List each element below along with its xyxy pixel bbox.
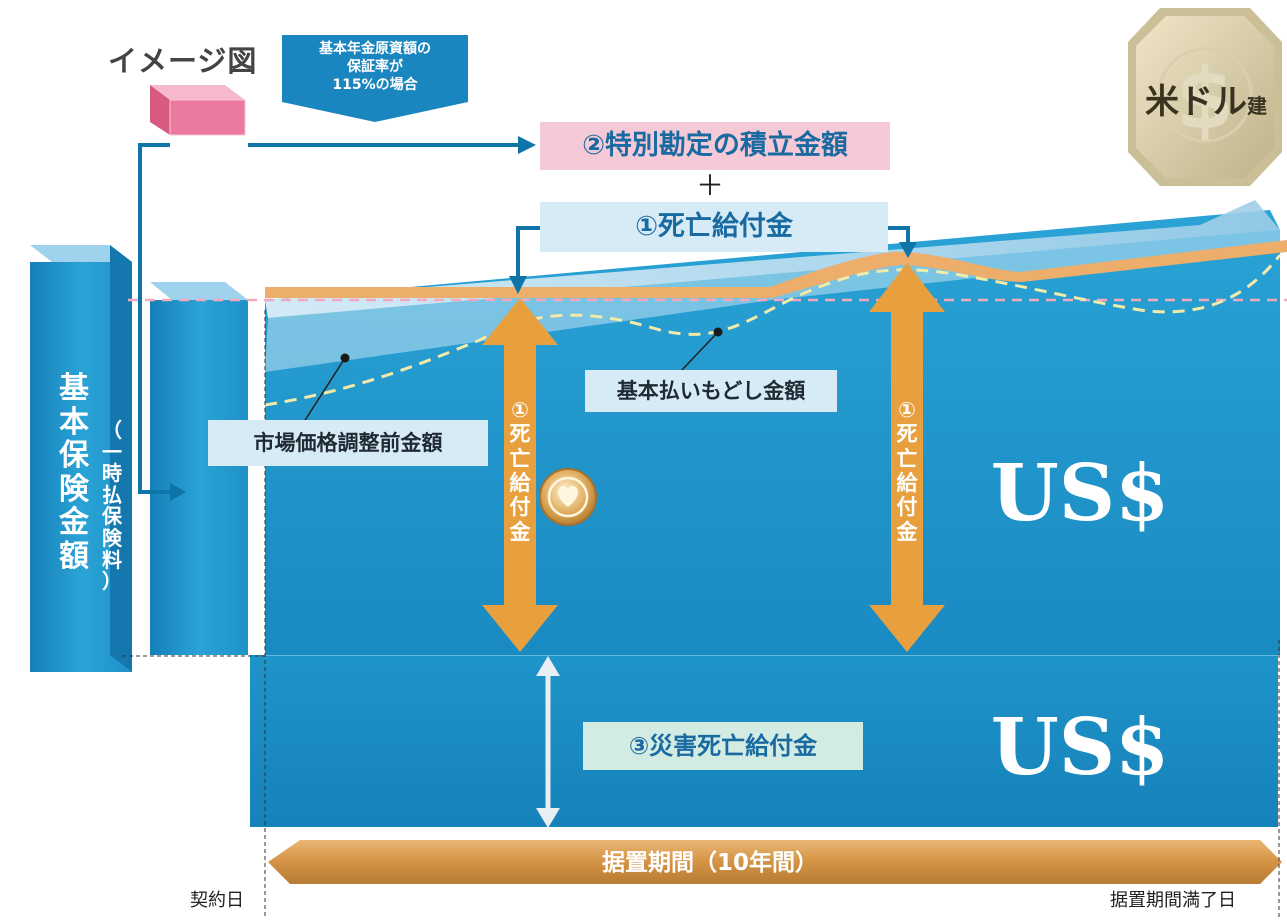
death-benefit-vertical-left: ① 死 亡 給 付 金 [505,398,535,544]
arrow-right-icon [138,136,536,501]
single-premium-char: （ [102,418,122,442]
deferral-end-label: 据置期間満了日 [1110,890,1236,911]
special-account-box: ②特別勘定の積立金額 [540,122,890,170]
death-benefit-char: 死 [509,422,531,447]
single-premium-vertical: （ 一 時 払 保 険 料 ） [97,418,127,594]
base-amount-char: 額 [59,538,89,574]
double-arrow-icon [536,656,560,828]
guarantee-band [265,240,1287,298]
pre-mva-label: 市場価格調整前金額 [208,420,488,466]
death-benefit-arrow-right [869,263,945,652]
death-benefit-char: 付 [896,495,918,520]
deferral-period-band [268,840,1282,884]
single-premium-char: ） [102,569,122,594]
image-caption: イメージ図 [108,44,258,78]
base-amount-char: 保 [59,438,89,474]
svg-text:$: $ [1176,50,1234,148]
cube-icon [150,85,246,136]
currency-lower: US$ [990,702,1170,793]
deferral-period-label: 据置期間（10年間） [601,850,818,876]
death-benefit-char: 死 [896,422,918,447]
base-amount-vertical: 基 本 保 険 金 額 [52,372,96,574]
death-benefit-char: 給 [896,471,918,496]
death-benefit-char: 金 [509,519,531,544]
death-benefit-vertical-right: ① 死 亡 給 付 金 [892,398,922,544]
death-benefit-char: ① [898,398,916,422]
premium-pillar [150,282,248,655]
guarantee-note-line-1: 基本年金原資額の [319,41,431,57]
usd-badge-text: 米ドル [1145,82,1247,122]
currency-upper: US$ [990,448,1170,539]
base-refund-curve [264,254,1282,407]
base-amount-pillar [30,245,132,672]
base-amount-char: 本 [59,404,89,440]
base-amount-char: 金 [59,505,89,541]
death-benefit-char: ① [511,398,529,422]
contract-date-label: 契約日 [190,890,244,911]
single-premium-char: 時 [102,461,122,486]
death-benefit-char: 亡 [896,446,918,471]
date-guides [122,310,1280,918]
plus-sign: ＋ [695,169,724,202]
single-premium-char: 保 [102,504,122,529]
single-premium-char: 払 [102,482,122,507]
base-amount-char: 険 [59,471,89,507]
base-amount-char: 基 [59,371,89,406]
single-premium-char: 一 [102,439,122,464]
single-premium-char: 料 [102,547,122,572]
death-benefit-char: 付 [509,495,531,520]
death-benefit-arrow-left [482,298,558,652]
guarantee-note-shape [282,35,468,122]
leader-lines [299,327,723,429]
usd-badge-label: 米ドル建 [1140,74,1272,123]
usd-badge-icon: $ [1128,8,1282,186]
heart-coin-icon [539,468,597,526]
death-benefit-char: 給 [509,471,531,496]
base-refund-label: 基本払いもどし金額 [585,370,837,412]
usd-badge-suffix: 建 [1247,94,1267,118]
guarantee-note: 基本年金原資額の 保証率が 115%の場合 [282,40,468,94]
death-benefit-box: ①死亡給付金 [540,202,888,252]
death-benefit-char: 亡 [509,446,531,471]
accident-death-label: ③災害死亡給付金 [583,722,863,770]
death-benefit-char: 金 [896,519,918,544]
single-premium-char: 険 [102,525,122,550]
arrow-down-icon [509,226,917,294]
guarantee-note-line-3: 115%の場合 [332,77,418,93]
guarantee-note-line-2: 保証率が [347,59,403,75]
